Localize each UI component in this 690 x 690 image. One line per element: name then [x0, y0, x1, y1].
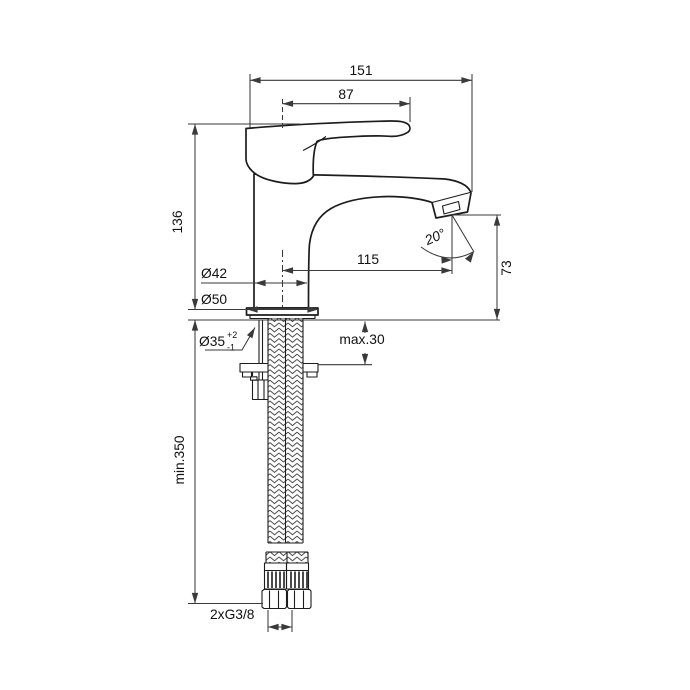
label-hole-tolerance-plus: +2 [227, 330, 237, 340]
faucet-body-spout [253, 173, 472, 309]
hose-hex-nuts [261, 588, 312, 610]
under-deck-assembly [188, 318, 500, 610]
label-hole-diameter: Ø35 [199, 334, 225, 349]
label-hole-tolerance-minus: -1 [227, 343, 235, 353]
spout-angle-annotation [420, 214, 475, 264]
dimension-lines [188, 74, 501, 632]
label-base-diameter: Ø50 [201, 292, 227, 307]
dimension-labels: 151 87 136 Ø42 Ø50 Ø35 +2 -1 115 20° 73 … [170, 63, 514, 622]
base-plate-lip [249, 314, 316, 320]
label-body-diameter: Ø42 [201, 266, 227, 281]
dim-d35-leader [205, 327, 256, 351]
label-min-hose-length: min.350 [172, 435, 187, 484]
water-direction-line [451, 214, 475, 253]
aerator-screen [441, 200, 461, 215]
angle-arc-arrow-left [441, 256, 452, 264]
label-height: 136 [170, 210, 185, 233]
label-handle-length: 87 [338, 87, 353, 102]
label-max-deck-thickness: max.30 [339, 332, 385, 347]
faucet-handle [245, 120, 411, 185]
handle-crease-line [302, 136, 327, 151]
label-total-width: 151 [349, 63, 372, 78]
label-connection-thread: 2xG3/8 [210, 607, 255, 622]
angle-arc-arrow-right [465, 251, 474, 263]
angle-arc [420, 246, 474, 259]
mounting-stud [258, 320, 264, 380]
aerator-seam [431, 191, 471, 204]
label-spout-angle: 20° [422, 226, 449, 249]
label-spout-reach: 115 [357, 252, 379, 267]
braided-hose-lower [265, 551, 309, 563]
label-spout-height: 73 [499, 260, 514, 276]
braided-hose [267, 318, 304, 544]
hose-crimp-collars [263, 562, 310, 590]
faucet-outline [245, 120, 472, 320]
mounting-nut [249, 376, 270, 401]
